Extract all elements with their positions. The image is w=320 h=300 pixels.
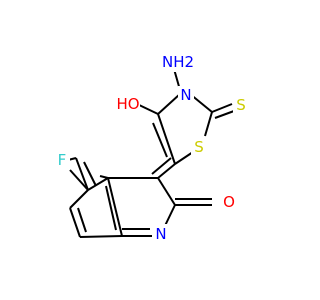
bond-c7a-c3a-inner (105, 185, 117, 231)
bond-c7-c7a (79, 235, 123, 238)
bond-c2-s-ring (204, 111, 213, 137)
hydroxyl-label: HO (116, 95, 139, 113)
bond-benz-f (69, 169, 89, 191)
ring-sulfur-label: S (194, 138, 204, 156)
bond-c6-c7-inner (77, 207, 87, 233)
bond-c5-c6 (69, 189, 89, 209)
bond-n-c4 (157, 93, 181, 115)
bond-c4-oh (136, 103, 159, 115)
bond-c5-c3-a (157, 163, 176, 179)
ketone-oxygen-label: O (223, 193, 235, 211)
bond-c4-c5 (75, 157, 89, 191)
atom-labels: NH2 HO N S S F O N (54, 52, 249, 244)
molecule-diagram: NH2 HO N S S F O N (54, 52, 249, 244)
bond-c7a-c3a (107, 177, 123, 237)
fluorine-label: F (58, 151, 67, 169)
bond-c5-c4-a (157, 113, 176, 165)
structure-svg: NH2 HO N S S F O N (54, 52, 249, 244)
bond-c2-s-thione-b (214, 110, 235, 119)
bond-c3a-c4b (87, 177, 109, 191)
thione-sulfur-label: S (236, 96, 246, 114)
bond-c5-c4-b (152, 122, 168, 158)
bond-s-ring-c5 (174, 151, 194, 165)
amino-label: NH2 (162, 53, 194, 71)
bonds (67, 61, 235, 238)
bond-c6-c7 (69, 207, 81, 238)
thiazole-nitrogen-label: N (180, 86, 191, 104)
indole-nitrogen-label: N (155, 225, 166, 243)
bond-c2-s-thione-a (211, 103, 233, 113)
bond-c3-c2 (157, 177, 176, 206)
bond-c4-c5-inner (83, 161, 97, 187)
bond-c5-c3-b (151, 157, 172, 175)
